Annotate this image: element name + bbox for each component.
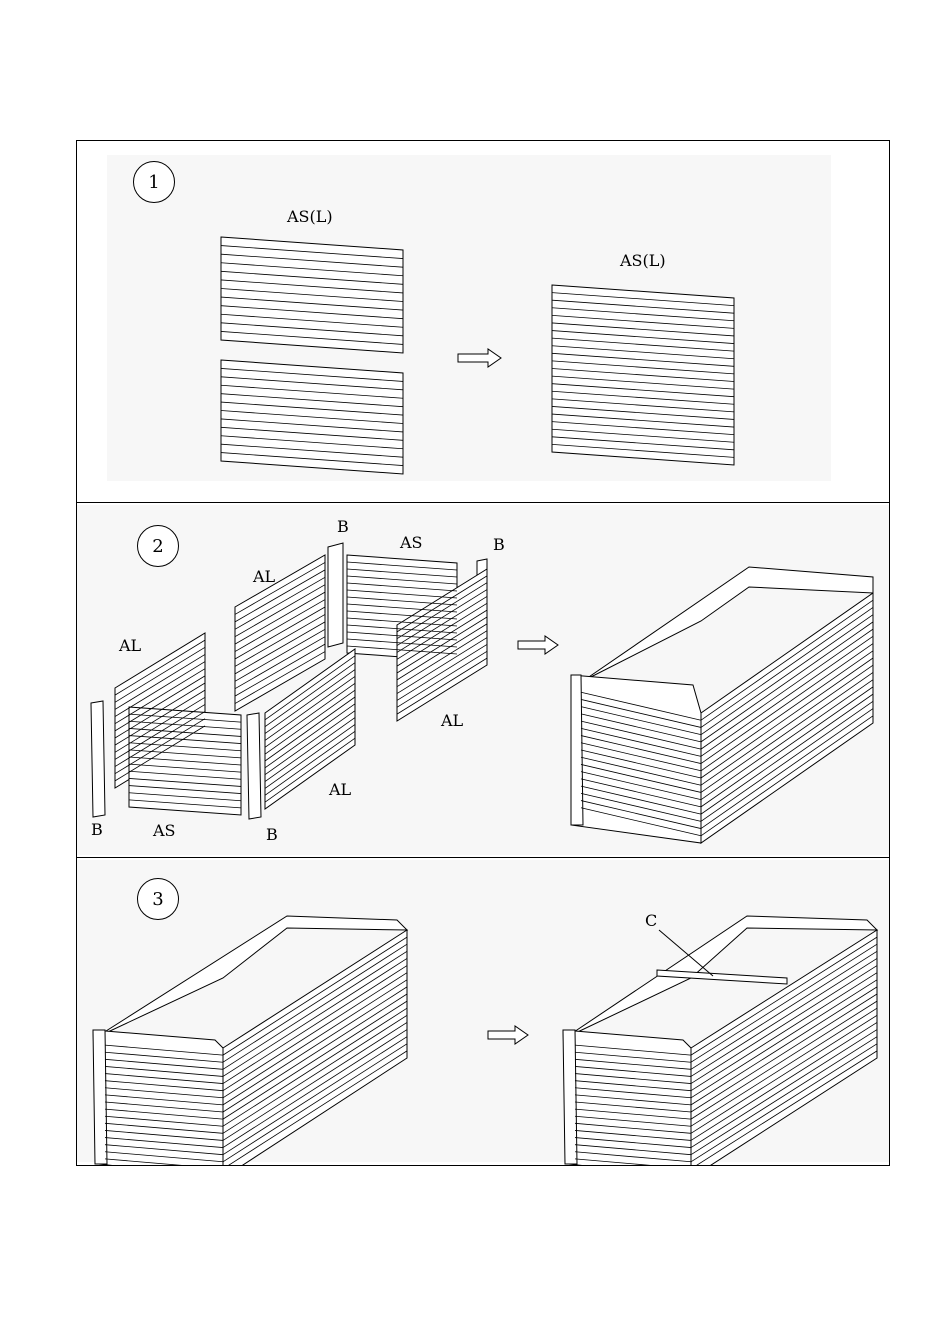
step-3-panel: 3 C <box>77 858 889 1165</box>
b-post-top <box>328 543 343 647</box>
step-number-badge: 2 <box>137 525 179 567</box>
part-label-al: AL <box>253 569 275 585</box>
step-number-badge: 1 <box>133 161 175 203</box>
part-label-b: B <box>337 519 349 535</box>
step-1-panel: 1 AS(L) AS(L) <box>77 141 889 502</box>
bed-corner-post <box>93 1030 107 1164</box>
part-label-al: AL <box>441 713 463 729</box>
bed-front <box>93 1030 223 1165</box>
part-label-c: C <box>645 913 657 929</box>
part-label-as: AS <box>400 535 423 551</box>
b-post-bottom-center <box>247 713 261 819</box>
step-2-panel: 2 B AS B AL AL AL AL B AS B <box>77 503 889 857</box>
step-1-drawing <box>77 141 889 502</box>
part-label-al: AL <box>119 638 141 654</box>
bed-front <box>563 1030 691 1165</box>
part-label-b: B <box>493 537 505 553</box>
bed-corner-post <box>563 1030 577 1164</box>
b-post-bottom-left <box>91 701 105 817</box>
part-label-b: B <box>91 822 103 838</box>
part-label-as: AS <box>153 823 176 839</box>
part-label-al: AL <box>329 782 351 798</box>
part-label-b: B <box>266 827 278 843</box>
step-number-badge: 3 <box>137 878 179 920</box>
step-3-drawing <box>77 858 889 1165</box>
part-label-as-l-right: AS(L) <box>620 253 666 269</box>
instruction-frame: 1 AS(L) AS(L) <box>76 140 890 1166</box>
part-label-as-l-left: AS(L) <box>287 209 333 225</box>
step-2-drawing <box>77 503 889 857</box>
